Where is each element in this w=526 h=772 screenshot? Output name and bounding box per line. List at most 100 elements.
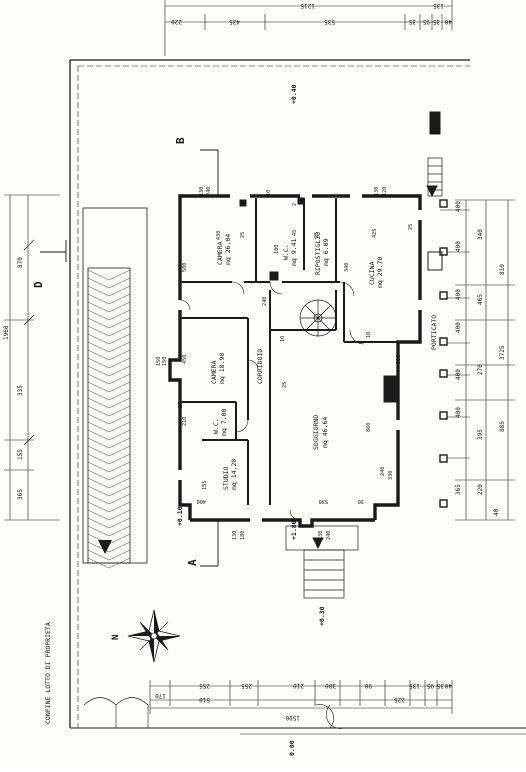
dim-right-14: 220 (477, 484, 484, 495)
dim-bottom-5: 210 (293, 682, 304, 689)
hatch-line (108, 477, 131, 489)
hatch-line (108, 317, 131, 329)
dim-bottom-2: 255 (199, 682, 210, 689)
room-camera-1-name: CAMERA (216, 241, 224, 265)
hatch-line (87, 421, 110, 433)
dim-right-16: 40 (493, 508, 500, 516)
dim-right-3: 400 (455, 289, 462, 300)
room-dim-18: 45 (292, 230, 298, 236)
level-entry-left: +0.10 (176, 506, 184, 526)
carport-hatching (87, 269, 131, 569)
dim-bottom-7: 90 (364, 682, 372, 689)
room-dim-20: 180 (274, 245, 280, 254)
room-dim-1: 130 (199, 187, 205, 196)
room-cucina-name: CUCINA (368, 261, 376, 285)
room-dim-4: 25 (240, 232, 246, 238)
room-dim-27: 425 (372, 229, 378, 238)
room-dim-28: 130 (374, 187, 380, 196)
room-dim-22: 330 (396, 355, 402, 364)
hatch-line (87, 269, 110, 281)
dim-bottom-12: 40 (444, 682, 452, 689)
dim-right-5: 400 (455, 369, 462, 380)
hatch-line (87, 549, 110, 561)
room-ripostiglio-name: RIPOSTIGLIO (314, 232, 322, 275)
hatch-line (108, 349, 131, 361)
hatch-line (108, 493, 131, 505)
hatch-line (87, 405, 110, 417)
hatch-line (108, 325, 131, 337)
level-garden: +0.30 (318, 606, 326, 626)
hatch-line (87, 525, 110, 537)
room-dim-6: 450 (182, 355, 188, 364)
hatch-line (108, 269, 131, 281)
hatch-line (87, 461, 110, 473)
room-camera-1-area: mq 26.04 (224, 234, 232, 265)
hatch-line (108, 437, 131, 449)
hatch-line (87, 333, 110, 345)
room-wc-1-name: W.C. (282, 244, 290, 260)
dim-right-2: 400 (455, 241, 462, 252)
room-wc-1-area: mq 9.41 (290, 239, 298, 266)
room-dim-15: 130 (318, 531, 324, 540)
room-dim-14: 180 (240, 531, 246, 540)
porch-columns (439, 199, 448, 508)
hatch-line (108, 429, 131, 441)
dim-bottom-11: 35 (436, 682, 444, 689)
hatch-line (108, 541, 131, 553)
dim-bottom-3: 510 (199, 696, 210, 703)
hatch-line (108, 453, 131, 465)
level-entry: +1.80 (290, 520, 298, 540)
hatch-line (87, 285, 110, 297)
hatch-line (108, 277, 131, 289)
room-dim-9: 210 (182, 417, 188, 426)
spiral-stair (299, 299, 337, 337)
dim-right-13: 395 (477, 429, 484, 440)
level-porch: +0.40 (290, 84, 298, 104)
dim-right-10: 3725 (499, 345, 506, 360)
room-dim-32: 25 (282, 382, 288, 388)
room-soggiorno-area: mq 46.64 (321, 417, 329, 448)
hatch-line (87, 389, 110, 401)
dim-bottom-10: 95 (426, 682, 434, 689)
fixtures (239, 111, 443, 403)
dim-top-7: 95 (422, 18, 430, 25)
room-dim-8: 150 (162, 357, 168, 366)
bottom-dimensions (149, 680, 453, 714)
hatch-line (87, 293, 110, 305)
hatch-line (87, 477, 110, 489)
room-dim-25: 860 (366, 423, 372, 432)
hatch-line (87, 349, 110, 361)
dim-top-4: 35 (408, 18, 416, 25)
hatch-line (108, 557, 131, 569)
room-dim-36: 10 (266, 190, 272, 196)
room-wc-2-area: mq 7.00 (220, 409, 228, 436)
hatch-line (108, 525, 131, 537)
dim-bottom-4: 255 (241, 682, 252, 689)
top-dimension-labels: 220 435 535 35 1215 135 95 35 40 (171, 2, 452, 25)
hatch-line (108, 285, 131, 297)
room-dim-3: 430 (216, 231, 222, 240)
hatch-line (87, 317, 110, 329)
room-dim-19: 25 (314, 232, 320, 238)
hatch-line (87, 493, 110, 505)
dim-right-9: 465 (477, 294, 484, 305)
interior-walls (180, 198, 398, 505)
hatch-line (108, 365, 131, 377)
hatch-line (108, 421, 131, 433)
room-dim-24: 10 (280, 336, 286, 342)
room-corridoio-name: CORRIDOIO (256, 349, 264, 384)
dim-top-9: 40 (444, 18, 452, 25)
dim-right-8: 810 (499, 264, 506, 275)
hatch-line (87, 373, 110, 385)
room-dim-10: 25 (178, 402, 184, 408)
hatch-line (87, 429, 110, 441)
doors (83, 281, 365, 729)
hatch-line (108, 461, 131, 473)
dim-bottom-9: 135 (409, 682, 420, 689)
dim-right-4: 400 (455, 322, 462, 333)
hatch-line (87, 397, 110, 409)
hatch-line (108, 501, 131, 513)
hatch-line (87, 301, 110, 313)
hatch-line (87, 469, 110, 481)
